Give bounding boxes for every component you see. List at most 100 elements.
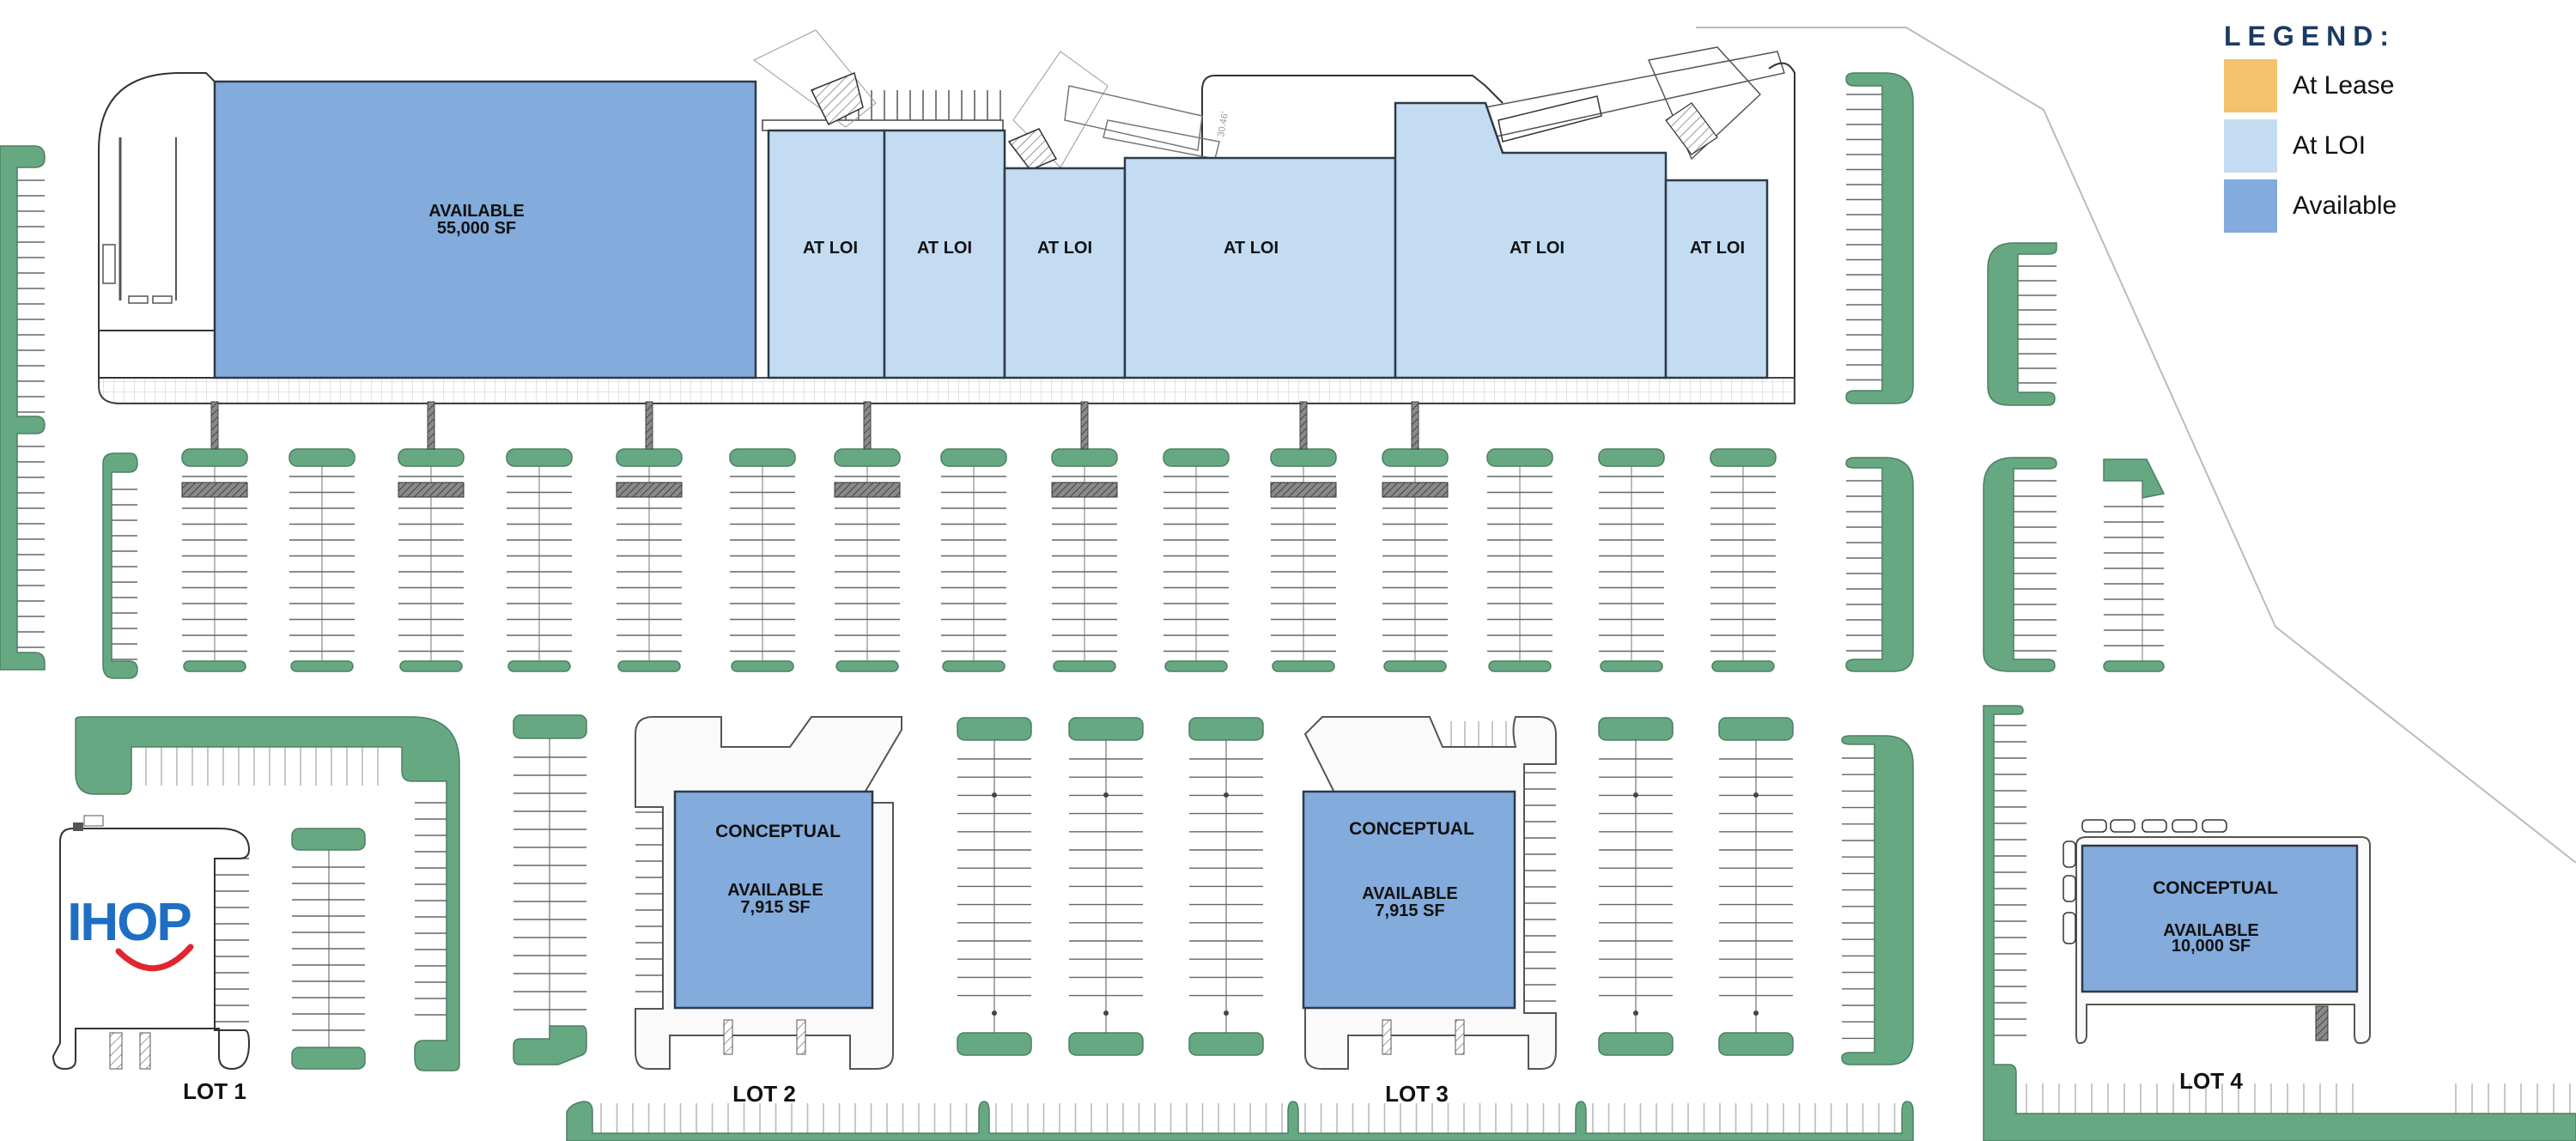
landscape-island xyxy=(1188,717,1264,741)
lot-4: CONCEPTUAL AVAILABLE 10,000 SF LOT 4 xyxy=(1983,705,2576,1141)
parking-row xyxy=(834,401,901,672)
lot-4-status: AVAILABLE xyxy=(2163,921,2258,940)
landscape-island xyxy=(513,714,587,739)
parking-row xyxy=(1382,401,1449,672)
parking-row xyxy=(289,448,355,672)
landscape-island xyxy=(513,1025,587,1065)
parking-row xyxy=(616,401,683,672)
south-parking-field xyxy=(145,714,2571,1133)
parking-row xyxy=(1068,717,1144,1056)
parking-row xyxy=(1598,448,1665,672)
legend-swatch-at-lease xyxy=(2224,59,2277,112)
parking-row xyxy=(1163,448,1230,672)
legend-label: Available xyxy=(2293,191,2397,220)
parking-row xyxy=(957,717,1032,1056)
landscape-island xyxy=(290,660,354,672)
accessible-path xyxy=(427,401,435,450)
landscape-island xyxy=(616,448,683,467)
landscape-island xyxy=(1488,660,1552,672)
landscape-island xyxy=(0,145,46,671)
parking-row xyxy=(1710,448,1777,672)
accessible-path xyxy=(1411,401,1419,450)
lot-2-size: 7,915 SF xyxy=(740,898,810,917)
parking-row xyxy=(1051,401,1118,672)
loading-trucks: 30.46' xyxy=(1064,46,1785,161)
accessible-crosswalk xyxy=(1270,482,1337,498)
legend-label: At Lease xyxy=(2293,71,2395,100)
anchor-unit-status: AVAILABLE xyxy=(428,202,524,221)
parking-row xyxy=(1188,717,1264,1056)
landscape-island xyxy=(1486,448,1553,467)
accessible-crosswalk xyxy=(181,482,248,498)
ihop-pad: IHOP xyxy=(52,815,251,1071)
parking-row xyxy=(398,401,465,672)
lot-label: LOT 3 xyxy=(1385,1081,1449,1107)
legend-item-at-lease: At Lease xyxy=(2224,59,2482,112)
landscape-island xyxy=(1382,448,1449,467)
landscape-island xyxy=(957,1032,1032,1056)
landscape-island xyxy=(2103,660,2165,672)
parking-row xyxy=(729,448,796,672)
landscape-island xyxy=(1711,660,1775,672)
lot-4-pad-available[interactable] xyxy=(2081,844,2359,993)
accessible-crosswalk xyxy=(398,482,465,498)
landscape-island xyxy=(1718,1032,1794,1056)
landscape-island xyxy=(942,660,1005,672)
lot-label: LOT 2 xyxy=(732,1081,796,1107)
landscape-island xyxy=(617,660,681,672)
landscape-island xyxy=(1270,448,1337,467)
landscape-island xyxy=(1718,717,1794,741)
landscape-island xyxy=(181,448,248,467)
accessible-crosswalk xyxy=(616,482,683,498)
unit-label: AT LOI xyxy=(1224,239,1279,258)
drive-thru-cars xyxy=(2063,819,2227,944)
unit-at-loi-3[interactable] xyxy=(1003,167,1127,379)
lot-label: LOT 4 xyxy=(2179,1068,2243,1094)
accessible-crosswalk xyxy=(834,482,901,498)
parking-row xyxy=(940,448,1007,672)
ihop-logo: IHOP xyxy=(67,893,194,972)
parking-row xyxy=(1270,401,1337,672)
lot-3: CONCEPTUAL AVAILABLE 7,915 SF LOT 3 xyxy=(1302,716,1557,1107)
accessible-path xyxy=(863,401,872,450)
parking-row xyxy=(1718,717,1794,1056)
landscape-island xyxy=(398,448,465,467)
unit-label: AT LOI xyxy=(917,239,972,258)
landscape-island xyxy=(1845,457,1914,672)
lot-3-pad-available[interactable] xyxy=(1302,790,1516,1010)
accessible-path xyxy=(210,401,219,450)
lot-2: CONCEPTUAL AVAILABLE 7,915 SF LOT 2 xyxy=(635,716,902,1107)
lot-3-size: 7,915 SF xyxy=(1375,901,1444,920)
lot-4-note: CONCEPTUAL xyxy=(2153,878,2278,898)
unit-at-loi-4[interactable] xyxy=(1123,156,1397,379)
unit-at-loi-6[interactable] xyxy=(1664,179,1769,379)
landscape-island xyxy=(1598,717,1674,741)
legend-title: LEGEND: xyxy=(2224,21,2396,52)
accessible-path xyxy=(1299,401,1308,450)
landscape-island xyxy=(1051,448,1118,467)
landscape-island xyxy=(102,452,138,679)
landscape-island xyxy=(1600,660,1663,672)
unit-at-loi-5[interactable] xyxy=(1394,101,1668,379)
landscape-island xyxy=(957,717,1032,741)
legend-label: At LOI xyxy=(2293,131,2366,160)
landscape-island xyxy=(1272,660,1335,672)
storefront-sidewalk xyxy=(98,377,1795,404)
parking-row xyxy=(513,714,587,1065)
accessible-crosswalk xyxy=(1051,482,1118,498)
unit-label: AT LOI xyxy=(1037,239,1092,258)
property-boundary xyxy=(1696,27,2576,864)
landscape-island xyxy=(1845,72,1914,404)
landscape-island xyxy=(1188,1032,1264,1056)
anchor-unit-available[interactable] xyxy=(213,80,757,379)
lot-2-status: AVAILABLE xyxy=(727,881,823,900)
anchor-unit-size: 55,000 SF xyxy=(437,219,516,238)
parking-row xyxy=(506,448,573,672)
unit-at-loi-1[interactable] xyxy=(767,129,886,379)
lot-3-status: AVAILABLE xyxy=(1362,884,1457,903)
lot-1: IHOP LOT 1 xyxy=(52,716,460,1104)
unit-label: AT LOI xyxy=(803,239,858,258)
lot-2-pad-available[interactable] xyxy=(673,790,874,1010)
tenant-logo-text: IHOP xyxy=(67,893,191,952)
unit-at-loi-2[interactable] xyxy=(883,129,1006,379)
